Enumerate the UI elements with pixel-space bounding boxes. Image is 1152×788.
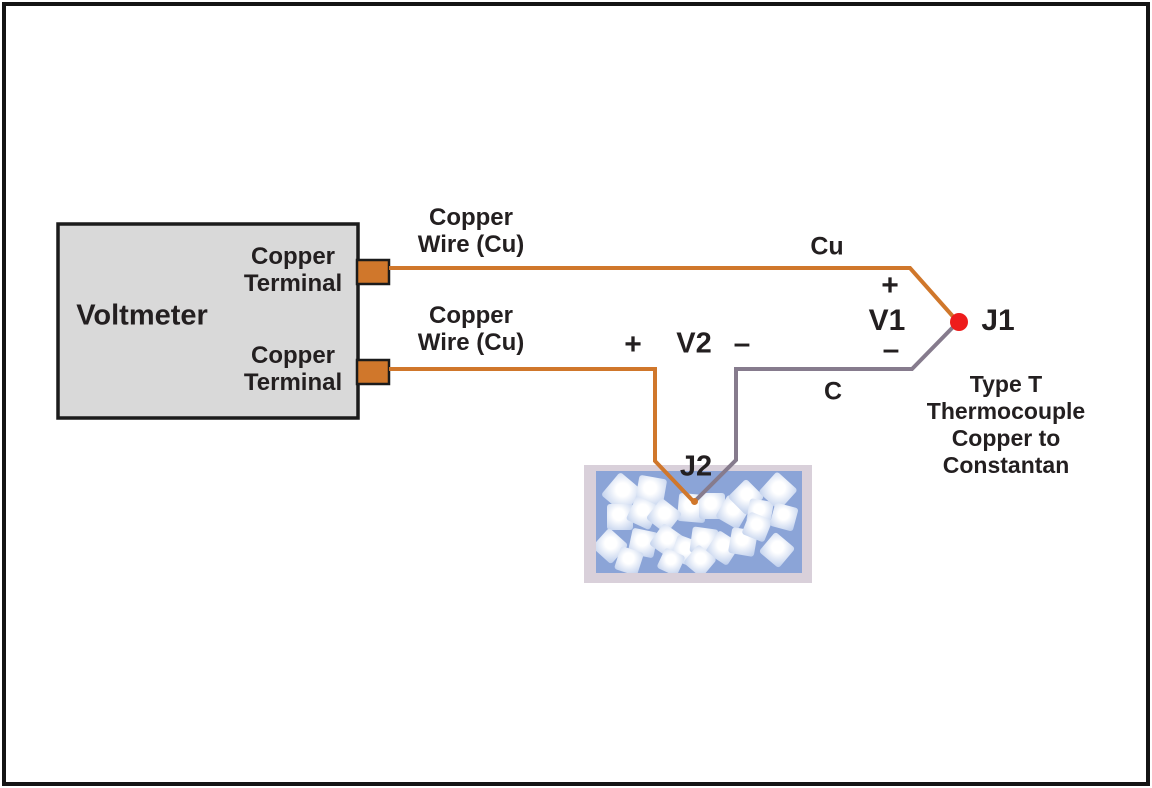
copper-wire-bottom-label-line2: Wire (Cu) — [417, 329, 525, 356]
ice-cube — [684, 545, 716, 573]
ice-cube — [657, 548, 685, 573]
voltmeter-box — [56, 222, 360, 420]
copper-wire-bottom-path — [389, 367, 696, 504]
copper-wire-top-label-line2: Wire (Cu) — [417, 231, 525, 258]
v2-plus-sign: + — [624, 328, 642, 361]
ice-cube — [742, 512, 772, 542]
copper-terminal-bottom-label-line1: Copper — [251, 342, 335, 369]
ice-cube — [769, 502, 799, 532]
ice-cube — [646, 498, 682, 534]
ice-cube — [614, 546, 644, 573]
copper-terminal-bottom-label: Copper Terminal — [244, 342, 342, 396]
j1-label: J1 — [981, 304, 1015, 337]
c-conductor-label: C — [823, 377, 843, 406]
v2-label: V2 — [676, 327, 712, 360]
ice-cube — [628, 528, 658, 558]
copper-wire-top-label-line1: Copper — [428, 204, 513, 231]
v1-plus-sign: + — [881, 269, 899, 302]
thermocouple-type-note-line1: Type T — [969, 371, 1043, 397]
v1-label: V1 — [868, 304, 906, 337]
copper-wire-top-label: Copper Wire (Cu) — [418, 204, 524, 258]
copper-terminal-top-label-line2: Terminal — [243, 270, 343, 297]
cu-conductor-label: Cu — [810, 232, 844, 261]
thermocouple-type-note-line3: Copper to — [951, 425, 1061, 451]
j2-label: J2 — [679, 450, 713, 483]
constantan-wire-path — [692, 320, 960, 504]
voltmeter-label: Voltmeter — [76, 299, 208, 332]
copper-terminal-top-label: Copper Terminal — [244, 243, 342, 297]
ice-cube — [607, 504, 633, 530]
copper-terminal-bottom — [355, 358, 391, 386]
copper-terminal-top — [355, 258, 391, 286]
copper-wire-bottom-label-line1: Copper — [428, 302, 513, 329]
thermocouple-type-note-line2: Thermocouple — [926, 398, 1086, 424]
copper-terminal-top-label-line1: Copper — [251, 243, 335, 270]
copper-wire-top-path — [389, 266, 959, 323]
j1-junction-dot — [950, 313, 968, 331]
v2-minus-sign: – — [733, 327, 751, 360]
ice-cubes — [596, 472, 799, 573]
j2-junction-dot — [691, 498, 698, 505]
thermocouple-type-note: Type T Thermocouple Copper to Constantan — [927, 371, 1085, 479]
ice-cube — [759, 532, 795, 568]
ice-cube — [602, 473, 642, 513]
copper-wire-bottom-label: Copper Wire (Cu) — [418, 302, 524, 356]
v1-minus-sign: – — [882, 333, 900, 366]
ice-cube — [759, 472, 797, 510]
copper-terminal-bottom-label-line2: Terminal — [243, 369, 343, 396]
thermocouple-type-note-line4: Constantan — [942, 452, 1070, 478]
